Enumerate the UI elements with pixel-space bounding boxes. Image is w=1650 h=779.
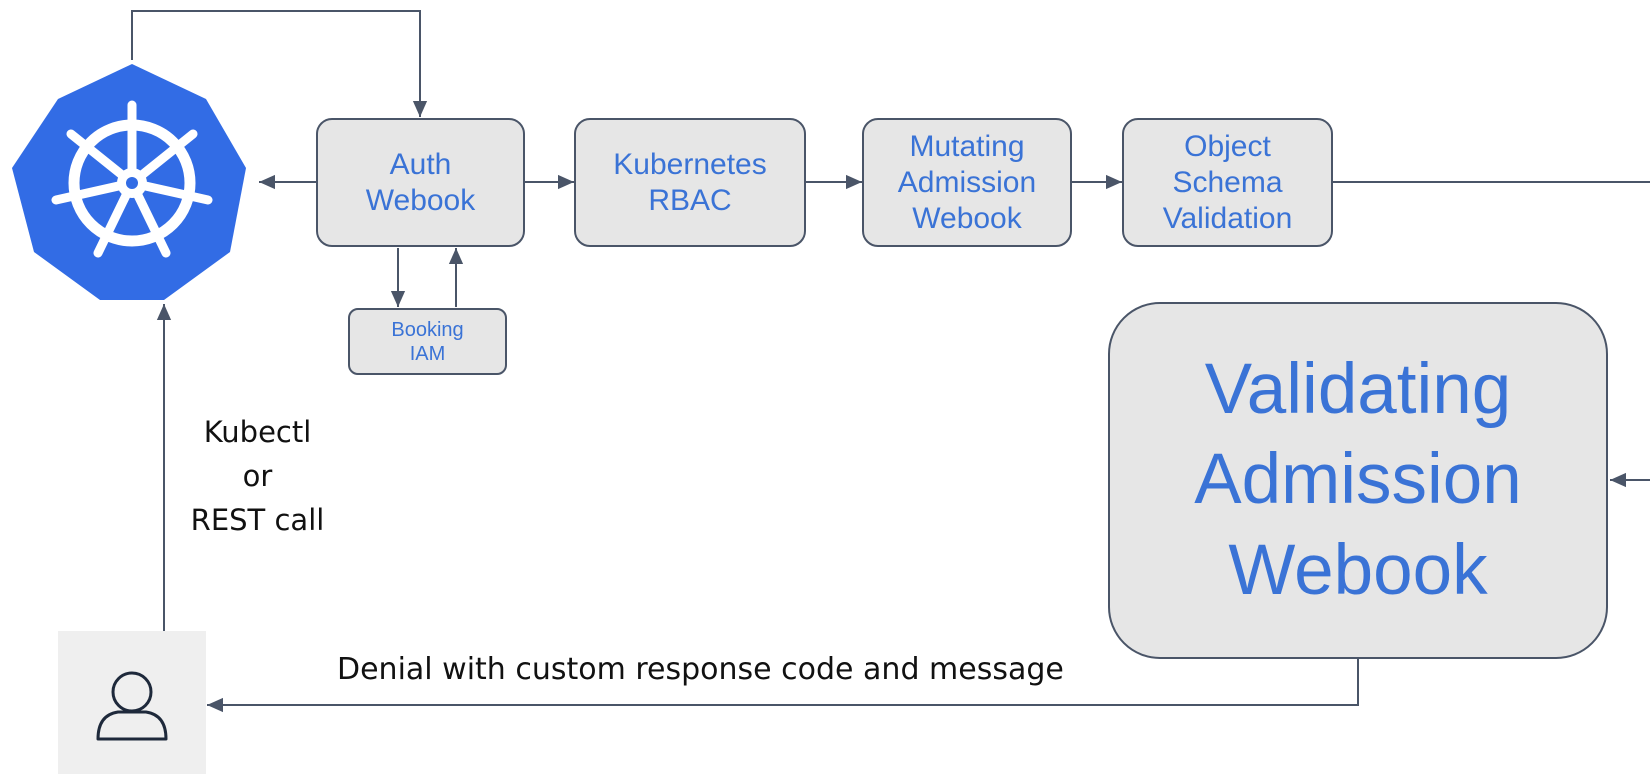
kubernetes-icon xyxy=(12,64,246,300)
user-icon xyxy=(96,671,168,741)
mutating-webhook-node: Mutating Admission Webook xyxy=(862,118,1072,247)
auth-webhook-label: Auth Webook xyxy=(365,147,476,217)
auth-webhook-node: Auth Webook xyxy=(316,118,525,247)
validating-webhook-label: Validating Admission Webook xyxy=(1194,350,1522,610)
denial-label: Denial with custom response code and mes… xyxy=(337,652,1064,687)
booking-iam-node: Booking IAM xyxy=(348,308,507,375)
schema-validation-label: Object Schema Validation xyxy=(1162,129,1293,235)
schema-validation-node: Object Schema Validation xyxy=(1122,118,1333,247)
mutating-webhook-label: Mutating Admission Webook xyxy=(897,129,1037,235)
connectors xyxy=(131,10,1650,713)
rbac-node: Kubernetes RBAC xyxy=(574,118,806,247)
validating-webhook-node: Validating Admission Webook xyxy=(1108,302,1608,659)
arrow-denial xyxy=(207,659,1359,713)
user-icon-box xyxy=(58,631,206,774)
booking-iam-label: Booking IAM xyxy=(391,318,464,365)
client-label: Kubectl or REST call xyxy=(190,415,325,538)
loop-arrow xyxy=(131,10,428,117)
rbac-label: Kubernetes RBAC xyxy=(613,147,767,217)
